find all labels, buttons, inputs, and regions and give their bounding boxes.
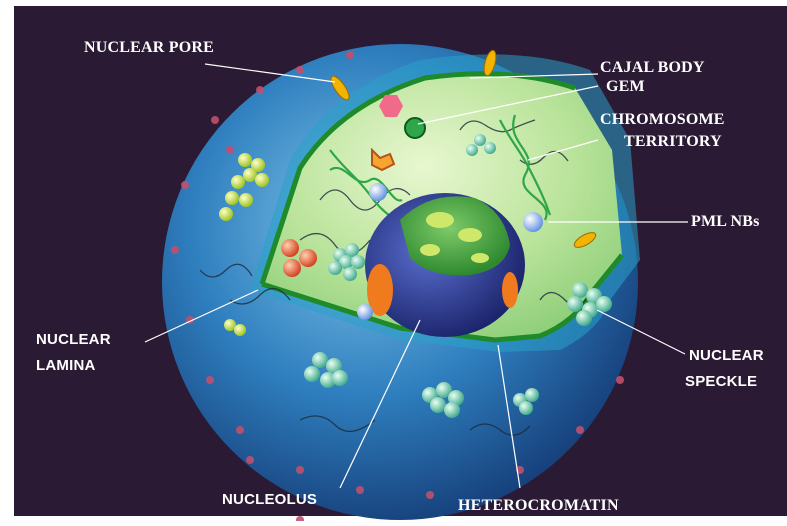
label-territory: TERRITORY bbox=[624, 132, 722, 152]
label-nuclear-speckle-2: SPECKLE bbox=[685, 372, 757, 392]
label-nuclear-lamina-1: NUCLEAR bbox=[36, 330, 111, 350]
label-heterocromatin: HETEROCROMATIN bbox=[458, 496, 619, 516]
label-nucleolus: NUCLEOLUS bbox=[222, 490, 317, 510]
label-pml-nbs: PML NBs bbox=[691, 212, 760, 232]
label-nuclear-lamina-2: LAMINA bbox=[36, 356, 96, 376]
label-cajal-body: CAJAL BODY bbox=[600, 58, 705, 78]
label-chromosome: CHROMOSOME bbox=[600, 110, 725, 130]
label-nuclear-pore: NUCLEAR PORE bbox=[84, 38, 214, 58]
label-nuclear-speckle-1: NUCLEAR bbox=[689, 346, 764, 366]
label-gem: GEM bbox=[606, 77, 645, 97]
